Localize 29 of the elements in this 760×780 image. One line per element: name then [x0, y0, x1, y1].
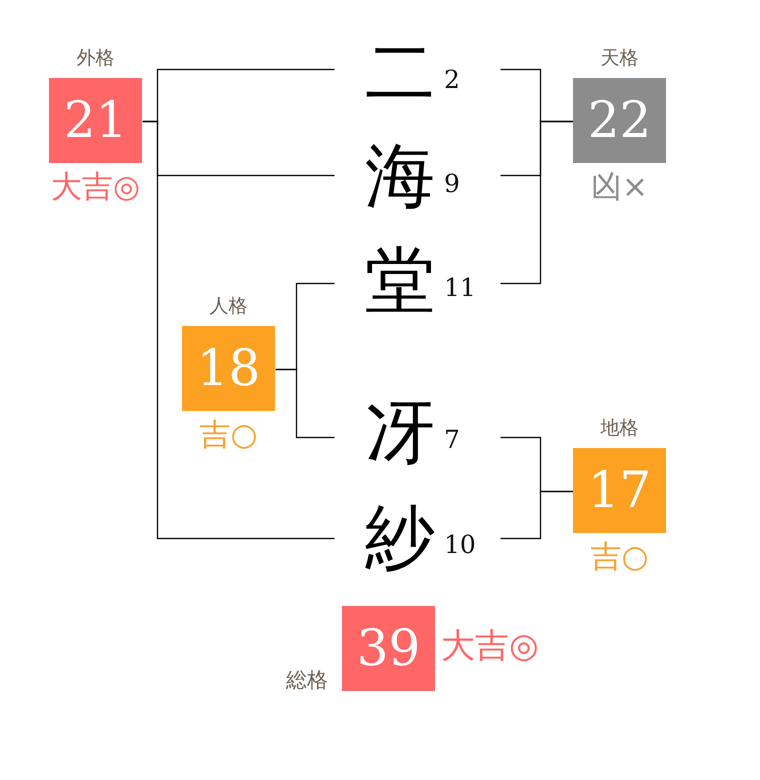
score-tile: 22 [573, 78, 666, 163]
name-character: 二 [364, 32, 436, 112]
score-tile: 21 [49, 78, 142, 163]
score-tile: 17 [573, 448, 666, 533]
stroke-count: 9 [444, 170, 460, 198]
bracket-line [500, 490, 574, 540]
bracket-line [500, 120, 574, 284]
score-tile: 18 [182, 326, 275, 411]
category-heading: 天格 [600, 46, 638, 70]
fortune-rating: 大吉◎ [50, 168, 140, 207]
name-character: 紗 [364, 497, 436, 577]
category-heading: 人格 [210, 294, 248, 318]
score-tile: 39 [342, 606, 435, 691]
bracket-line [276, 368, 334, 438]
name-character: 冴 [364, 392, 436, 472]
name-character: 海 [364, 136, 436, 216]
fortune-rating: 凶× [591, 168, 648, 207]
fortune-rating: 大吉◎ [441, 626, 539, 666]
fortune-rating: 吉○ [199, 416, 258, 455]
category-heading: 外格 [76, 46, 114, 70]
stroke-count: 11 [444, 274, 476, 302]
fortune-rating: 吉○ [590, 538, 649, 577]
stroke-count: 10 [444, 531, 476, 559]
category-heading: 総格 [286, 668, 328, 692]
stroke-count: 7 [444, 426, 460, 454]
stroke-count: 2 [444, 66, 460, 94]
category-heading: 地格 [600, 416, 638, 440]
name-character: 堂 [364, 240, 436, 320]
bracket-line [142, 120, 334, 540]
